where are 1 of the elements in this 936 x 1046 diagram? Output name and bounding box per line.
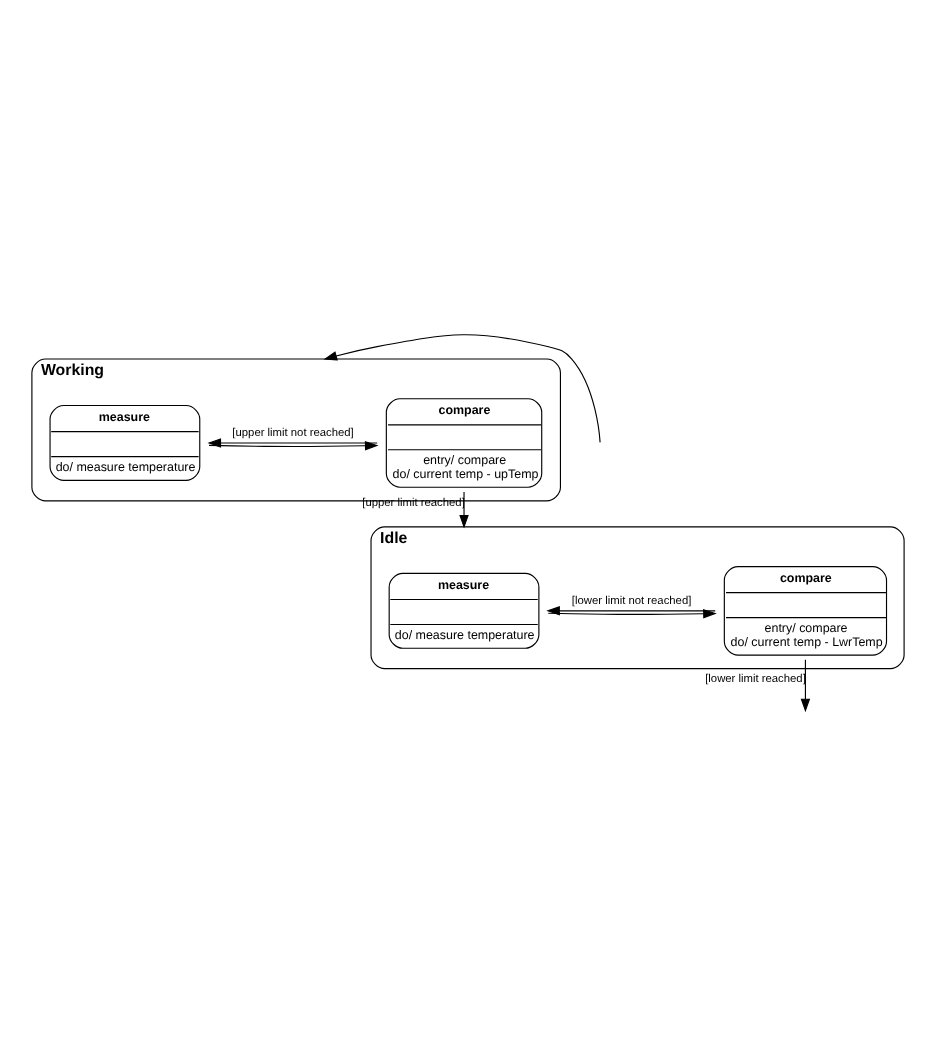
arrow — [323, 334, 601, 443]
